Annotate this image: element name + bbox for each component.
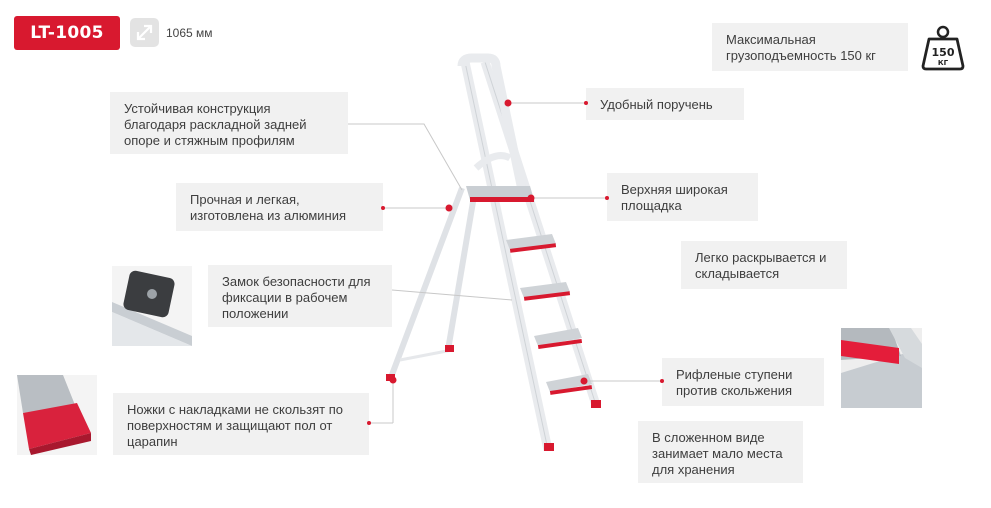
weight-icon: 150 КГ [920,24,966,72]
lock-callout: Замок безопасности для фиксации в рабоче… [208,265,392,327]
weight-unit: КГ [938,59,949,67]
folding-callout: Легко раскрывается и складывается [681,241,847,289]
storage-callout: В сложенном виде занимает мало места для… [638,421,803,483]
platform-callout: Верхняя широкая площадка [607,173,758,221]
handrail-callout: Удобный поручень [586,88,744,120]
feet-callout: Ножки с накладками не скользят по поверх… [113,393,369,455]
step-photo [841,328,922,408]
height-label: 1065 мм [166,26,213,40]
aluminium-callout: Прочная и легкая, изготовлена из алюмини… [176,183,383,231]
resize-arrows-icon [130,18,159,47]
foot-photo [17,375,97,455]
steps-callout: Рифленые ступени против скольжения [662,358,824,406]
stable-callout: Устойчивая конструкция благодаря расклад… [110,92,348,154]
weight-value: 150 [932,46,955,59]
model-badge: LT-1005 [14,16,120,50]
max-load-callout: Максимальная грузоподъемность 150 кг [712,23,908,71]
lock-photo [112,266,192,346]
